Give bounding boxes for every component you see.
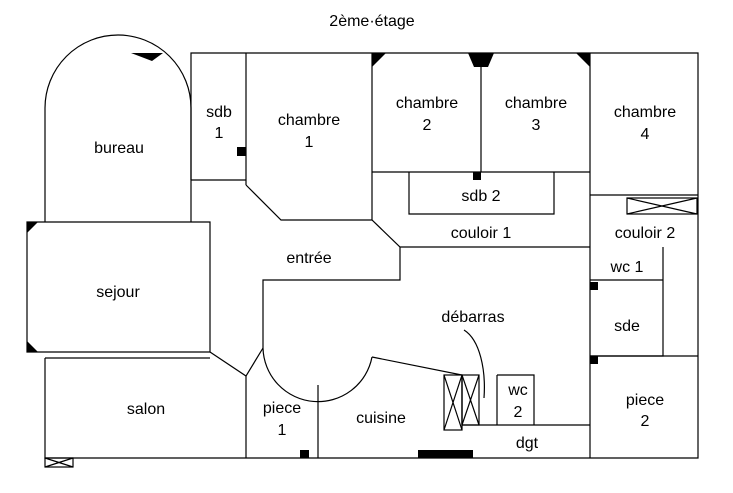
room-label-chambre1-line2: 1: [305, 134, 314, 151]
room-label-debarras: débarras: [441, 309, 504, 326]
room-label-chambre3-line2: 3: [532, 117, 541, 134]
room-label-sejour: sejour: [96, 284, 140, 301]
plan-title: 2ème·étage: [329, 13, 414, 30]
structural-posts: [27, 53, 598, 458]
room-label-wc2-line2: 2: [514, 404, 523, 421]
room-label-couloir1: couloir 1: [451, 225, 512, 242]
ventilation-shafts: [44, 197, 698, 468]
room-label-wc1: wc 1: [610, 259, 644, 276]
room-label-piece1-line1: piece: [263, 400, 301, 417]
room-label-cuisine: cuisine: [356, 410, 406, 427]
room-label-dgt: dgt: [516, 435, 539, 452]
room-label-couloir2: couloir 2: [615, 225, 676, 242]
room-label-piece1-line2: 1: [278, 422, 287, 439]
room-label-chambre1-line1: chambre: [278, 112, 340, 129]
room-label-chambre2-line1: chambre: [396, 95, 458, 112]
room-label-sdb1-line1: sdb: [206, 104, 232, 121]
room-label-entree: entrée: [286, 250, 331, 267]
room-label-chambre4-line1: chambre: [614, 104, 676, 121]
room-label-chambre2-line2: 2: [423, 117, 432, 134]
room-label-piece2-line2: 2: [641, 413, 650, 430]
room-label-chambre3-line1: chambre: [505, 95, 567, 112]
room-label-piece2-line1: piece: [626, 392, 664, 409]
room-label-salon: salon: [127, 401, 165, 418]
room-label-sdb2: sdb 2: [461, 188, 500, 205]
room-label-sde: sde: [614, 318, 640, 335]
room-label-bureau: bureau: [94, 140, 144, 157]
room-label-sdb1-line2: 1: [215, 125, 224, 142]
room-label-chambre4-line2: 4: [641, 126, 650, 143]
interior-walls: [45, 53, 698, 458]
outer-walls: [26, 34, 699, 459]
room-label-wc2-line1: wc: [507, 382, 528, 399]
room-labels: bureau sdb 1 chambre 1 chambre 2 chambre…: [94, 95, 676, 452]
